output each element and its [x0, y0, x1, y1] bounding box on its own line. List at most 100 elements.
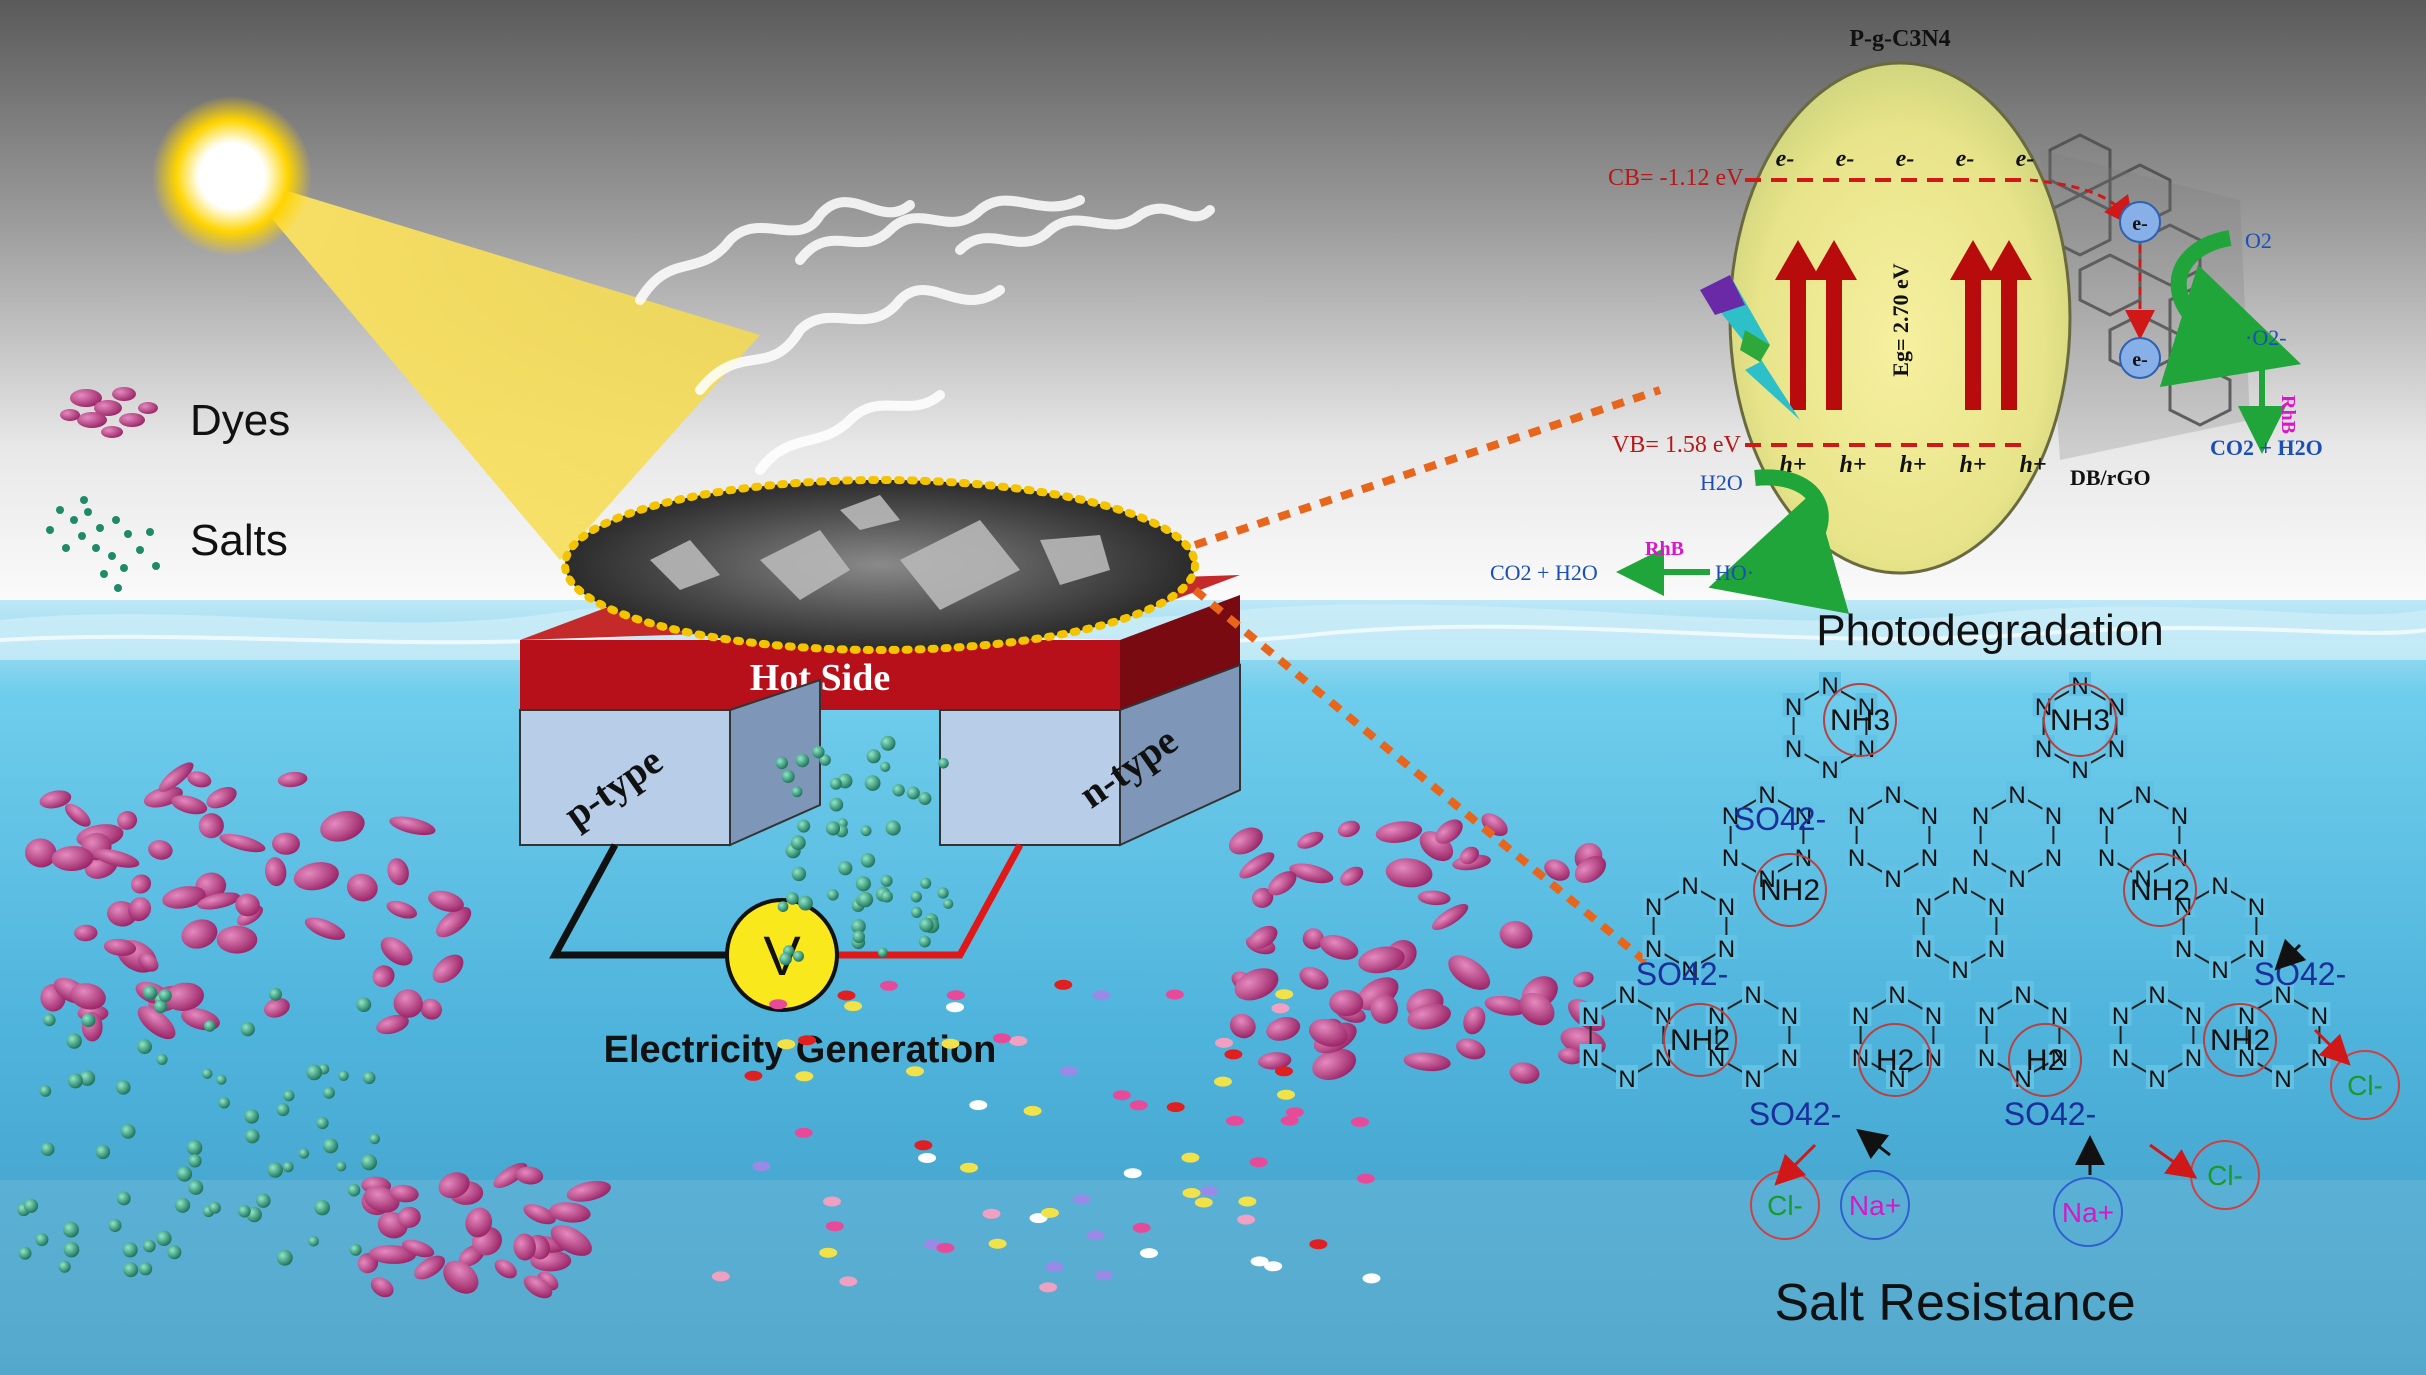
dye-particle	[372, 965, 395, 988]
pollutant-particle	[1264, 1261, 1283, 1272]
rhb-label-left: RhB	[1645, 538, 1684, 560]
dye-particle	[1258, 1052, 1292, 1070]
nitrogen-atom: N	[2148, 1066, 2165, 1093]
salt-particle	[283, 1090, 295, 1102]
pollutant-particle	[1275, 989, 1294, 1000]
nitrogen-atom: N	[2274, 1066, 2291, 1093]
pollutant-particle	[844, 1001, 863, 1012]
dye-particle	[1431, 903, 1469, 931]
nitrogen-atom: N	[1744, 982, 1761, 1009]
pollutant-particle	[1250, 1256, 1269, 1267]
salt-particle	[361, 1154, 377, 1171]
salt-particle	[156, 1054, 168, 1065]
dye-particle	[1572, 971, 1594, 988]
pollutant-particle	[1271, 1003, 1290, 1014]
dye-particle	[162, 886, 206, 909]
dye-particle	[438, 1172, 470, 1199]
pollutant-particle	[1009, 1036, 1028, 1046]
dye-particle	[158, 762, 194, 792]
vb-label: VB= 1.58 eV	[1612, 432, 1742, 458]
electricity-generation-label: Electricity Generation	[604, 1029, 997, 1071]
salt-particle	[880, 874, 893, 887]
salt-particle	[851, 919, 866, 934]
dye-particle	[1509, 1062, 1540, 1084]
nitrogen-atom: N	[2112, 1045, 2129, 1072]
salt-particle	[40, 1142, 55, 1156]
water-oxidation-arrow	[1708, 469, 1850, 614]
ion-movement-arrow	[2274, 938, 2307, 971]
pollutant-particle	[1023, 1105, 1042, 1116]
nitrogen-atom: N	[1921, 803, 1938, 830]
dye-particle	[277, 771, 308, 788]
salt-particle	[314, 1199, 331, 1216]
dye-particle	[264, 997, 290, 1018]
salt-particle	[918, 935, 931, 948]
pollutant-particle	[936, 1242, 955, 1253]
salt-particle	[323, 1086, 335, 1099]
products-label-right: CO2 + H2O	[2210, 435, 2323, 460]
salt-particle	[880, 890, 893, 903]
nitrogen-atom: N	[1758, 866, 1775, 893]
nitrogen-atom: N	[2311, 1045, 2328, 1072]
dye-particle	[1574, 855, 1607, 884]
pollutant-particle	[819, 1247, 838, 1258]
nitrogen-atom: N	[2311, 1003, 2328, 1030]
salt-particle	[866, 749, 881, 764]
salt-particle	[186, 1140, 203, 1156]
o2-label: O2	[2245, 228, 2272, 253]
salt-particle	[116, 1080, 131, 1095]
chloride-ion: Cl-	[2207, 1160, 2243, 1191]
pollutant-particle	[946, 1002, 964, 1013]
pollutant-particle	[825, 1221, 844, 1232]
pollutant-particle	[1238, 1196, 1257, 1207]
dye-particle	[1435, 819, 1463, 844]
excitation-arrows	[1775, 240, 2032, 410]
nitrogen-atom: N	[2248, 894, 2265, 921]
nitrogen-atom: N	[1582, 1003, 1599, 1030]
dye-particle	[389, 1184, 419, 1203]
nitrogen-atom: N	[2035, 736, 2052, 763]
salt-particles	[17, 735, 954, 1278]
electron-symbol: e-	[1776, 146, 1795, 172]
salt-particle	[153, 999, 168, 1014]
sulfate-ion: SO42-	[1636, 956, 1728, 992]
nitrogen-atom: N	[1582, 1045, 1599, 1072]
salt-particle	[795, 753, 810, 768]
pollutant-particle	[769, 999, 788, 1010]
dye-particle	[1229, 1013, 1256, 1039]
pollutant-particle	[837, 990, 856, 1001]
salt-particle	[855, 876, 872, 892]
dye-particle	[1544, 859, 1570, 881]
dye-particle	[216, 925, 258, 954]
dye-particle	[1312, 1048, 1357, 1080]
nitrogen-atom: N	[1758, 782, 1775, 809]
dye-particle	[389, 816, 436, 836]
dye-particle	[148, 840, 173, 860]
pollutant-particle	[1041, 1207, 1059, 1218]
dye-particle	[346, 873, 378, 902]
salt-particle	[120, 1124, 136, 1139]
salt-particle	[369, 1133, 381, 1145]
nitrogen-atom: N	[2008, 866, 2025, 893]
photocatalysis-panel: P-g-C3N4 CB= -1.12 eV VB= 1.58 eV e-e-e-…	[1490, 26, 2323, 655]
salt-particle	[910, 891, 922, 903]
nitrogen-atom: N	[1795, 845, 1812, 872]
sulfate-ion: SO42-	[2004, 1096, 2096, 1132]
dye-particle	[1234, 968, 1279, 1001]
dye-particle	[523, 1275, 553, 1299]
pollutant-particle	[1225, 1115, 1244, 1126]
salt-particle	[176, 1166, 193, 1182]
salt-particle	[838, 861, 853, 876]
salt-particle	[276, 1103, 290, 1117]
dye-particle	[1297, 831, 1324, 849]
salt-particle	[66, 1033, 82, 1049]
pollutant-particle	[795, 1071, 814, 1082]
nitrogen-atom: N	[2171, 803, 2188, 830]
salt-particle	[81, 1013, 96, 1028]
dye-particle	[181, 919, 218, 949]
nitrogen-atom: N	[2248, 936, 2265, 963]
electron-row: e-e-e-e-e-	[1776, 146, 2035, 172]
dye-particle	[39, 790, 72, 809]
hole-symbol: h+	[1959, 452, 1986, 478]
n-type-leg	[939, 709, 1121, 846]
